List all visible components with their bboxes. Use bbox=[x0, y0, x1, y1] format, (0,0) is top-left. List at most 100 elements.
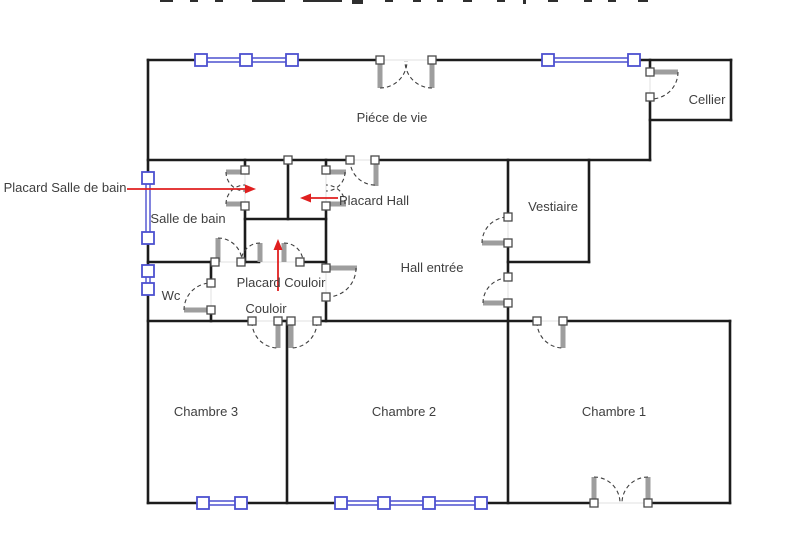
room-label-piece-de-vie: Piéce de vie bbox=[356, 110, 428, 125]
hinge-square bbox=[589, 498, 599, 508]
hinge-square bbox=[345, 155, 355, 165]
door-swing-arc bbox=[225, 171, 246, 192]
door-swing-arc bbox=[536, 321, 564, 349]
window-piece-de-vie-1 bbox=[194, 53, 299, 67]
window-chambre-2 bbox=[334, 496, 488, 510]
hinge-square bbox=[295, 257, 305, 267]
hinge-square bbox=[240, 201, 250, 211]
arrowhead-right bbox=[245, 184, 256, 194]
window-piece-de-vie-2 bbox=[541, 53, 641, 67]
windows bbox=[141, 53, 641, 510]
hinge-square bbox=[247, 316, 257, 326]
arrow-placard-hall bbox=[300, 193, 338, 203]
room-label-cellier: Cellier bbox=[688, 92, 726, 107]
hinge-square bbox=[206, 278, 216, 288]
room-label-chambre-3: Chambre 3 bbox=[173, 404, 239, 419]
door-swing-arc bbox=[225, 184, 246, 205]
door-swing-arc bbox=[650, 71, 679, 100]
hinge-square bbox=[321, 165, 331, 175]
arrowhead-up bbox=[273, 239, 283, 250]
doors bbox=[183, 60, 679, 504]
window-end-square bbox=[627, 53, 641, 67]
room-label-chambre-1: Chambre 1 bbox=[581, 404, 647, 419]
door-chambre-3 bbox=[251, 321, 281, 349]
door-chambre-1 bbox=[536, 321, 566, 349]
door-piece-de-vie-hall bbox=[349, 159, 379, 186]
hinge-square bbox=[503, 238, 513, 248]
hinge-square bbox=[321, 292, 331, 302]
hinge-square bbox=[312, 316, 322, 326]
hinge-square bbox=[645, 92, 655, 102]
window-end-square bbox=[141, 282, 155, 296]
door-couloir-hall bbox=[326, 265, 357, 298]
window-end-square bbox=[141, 231, 155, 245]
window-end-square bbox=[194, 53, 208, 67]
window-mid-square bbox=[377, 496, 391, 510]
room-label-salle-de-bain: Salle de bain bbox=[150, 211, 226, 226]
door-placard-salle-de-bain bbox=[225, 169, 246, 207]
window-salle-de-bain bbox=[141, 171, 155, 245]
window-end-square bbox=[141, 171, 155, 185]
hinge-square bbox=[370, 155, 380, 165]
hinge-square bbox=[643, 498, 653, 508]
hinge-squares bbox=[206, 55, 655, 508]
door-swing-arc bbox=[290, 321, 318, 349]
hinge-square bbox=[210, 257, 220, 267]
door-swing-arc bbox=[326, 267, 357, 298]
hinge-square bbox=[286, 316, 296, 326]
window-end-square bbox=[285, 53, 299, 67]
hinge-square bbox=[283, 155, 293, 165]
door-placard-couloir bbox=[240, 242, 304, 263]
hinge-square bbox=[503, 212, 513, 222]
door-swing-arc bbox=[251, 321, 279, 349]
cropped-title-fragments bbox=[160, 0, 648, 4]
hinge-square bbox=[503, 272, 513, 282]
room-label-couloir: Couloir bbox=[245, 301, 287, 316]
room-label-hall-entree: Hall entrée bbox=[400, 260, 464, 275]
door-cellier bbox=[650, 69, 679, 100]
hinge-square bbox=[427, 55, 437, 65]
hinge-square bbox=[645, 67, 655, 77]
door-swing-arc bbox=[621, 476, 649, 504]
window-mid-square bbox=[239, 53, 253, 67]
window-end-square bbox=[334, 496, 348, 510]
hinge-square bbox=[321, 263, 331, 273]
hinge-square bbox=[321, 201, 331, 211]
window-end-square bbox=[541, 53, 555, 67]
hinge-square bbox=[532, 316, 542, 326]
window-end-square bbox=[141, 264, 155, 278]
room-label-wc: Wc bbox=[161, 288, 181, 303]
window-wc bbox=[141, 264, 155, 296]
hinge-square bbox=[558, 316, 568, 326]
door-swing-arc bbox=[283, 242, 304, 263]
door-swing-arc bbox=[217, 237, 243, 263]
hinge-square bbox=[206, 305, 216, 315]
door-chambre-2 bbox=[288, 321, 318, 349]
arrowhead-left bbox=[300, 193, 311, 203]
hinge-square bbox=[273, 316, 283, 326]
window-end-square bbox=[234, 496, 248, 510]
window-mid-square bbox=[422, 496, 436, 510]
door-swing-arc bbox=[325, 184, 346, 205]
window-end-square bbox=[474, 496, 488, 510]
annotation-arrows bbox=[127, 184, 338, 291]
door-swing-arc bbox=[379, 60, 408, 89]
hinge-square bbox=[236, 257, 246, 267]
annotation-label-placard-couloir: Placard Couloir bbox=[236, 275, 326, 290]
hinge-square bbox=[375, 55, 385, 65]
door-swing-arc bbox=[593, 476, 621, 504]
annotation-label-placard-hall: Placard Hall bbox=[338, 193, 410, 208]
walls bbox=[146, 58, 733, 505]
door-swing-arc bbox=[404, 60, 433, 89]
room-label-chambre-2: Chambre 2 bbox=[371, 404, 437, 419]
window-chambre-3 bbox=[196, 496, 248, 510]
arrow-placard-couloir bbox=[273, 239, 283, 291]
door-swing-arc bbox=[240, 242, 261, 263]
french-door-chambre-1 bbox=[591, 476, 651, 504]
annotation-label-placard-salle-de-bain: Placard Salle de bain bbox=[3, 180, 127, 195]
window-end-square bbox=[196, 496, 210, 510]
hinge-square bbox=[503, 298, 513, 308]
hinge-square bbox=[240, 165, 250, 175]
